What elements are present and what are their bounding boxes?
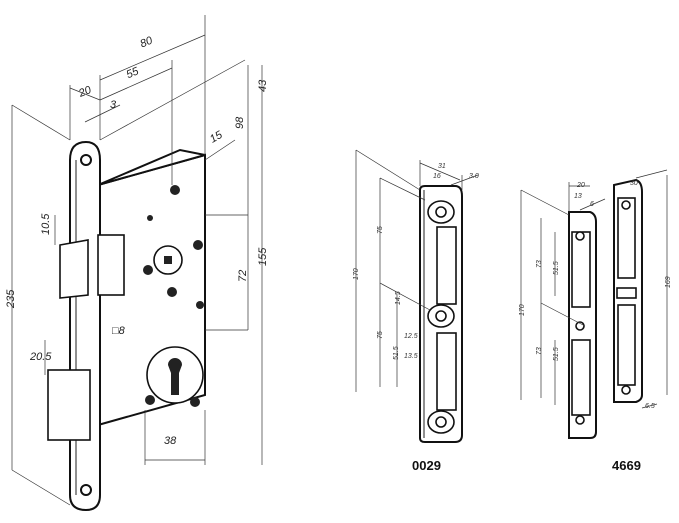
- dim-6: 6: [590, 201, 594, 208]
- dim-15: 15: [208, 129, 225, 146]
- dim-31: 31: [438, 163, 446, 170]
- strike-plate-4669: 20 13 6 73 51.5 170 73 51.5 30 169 6.5 4…: [519, 169, 672, 473]
- dim-170: 170: [353, 268, 360, 280]
- dim-55: 55: [125, 65, 142, 81]
- dim-75-upper: 75: [377, 226, 384, 234]
- dim-12-5: 12.5: [404, 333, 418, 340]
- dim-20: 20: [576, 182, 585, 189]
- dim-3-0: 3.0: [469, 173, 479, 180]
- dim-73-upper: 73: [536, 260, 543, 268]
- dim-43: 43: [257, 79, 269, 92]
- dim-235: 235: [5, 289, 17, 309]
- dim-spindle-8: □8: [112, 325, 126, 337]
- cylinder-keyhole: [168, 358, 182, 395]
- dim-13-5: 13.5: [404, 353, 418, 360]
- dim-13: 13: [574, 193, 582, 200]
- dim-20-5: 20.5: [29, 351, 52, 363]
- faceplate: [69, 140, 101, 512]
- dim-3: 3: [110, 99, 117, 111]
- dim-16: 16: [433, 173, 441, 180]
- mortise-lock-case: 80 55 20 3 43 98 15 10.5 235 72 155 □8 2…: [5, 15, 269, 512]
- dim-75-lower: 75: [377, 331, 384, 339]
- dead-bolt: [47, 369, 91, 441]
- dim-10-5: 10.5: [40, 213, 52, 235]
- dim-30: 30: [630, 180, 638, 187]
- dim-6-5: 6.5: [645, 403, 655, 410]
- latch-housing: [97, 234, 125, 296]
- dim-155: 155: [257, 247, 269, 266]
- strike-opening-lower: [436, 332, 457, 411]
- dim-51-5-lower: 51.5: [553, 347, 560, 361]
- dim-72: 72: [237, 270, 249, 282]
- strike-opening-lower: [571, 339, 591, 416]
- screw-hole-bottom: [80, 484, 92, 496]
- dim-80: 80: [138, 34, 155, 50]
- spindle-square: [164, 256, 172, 264]
- dim-38: 38: [164, 435, 177, 447]
- dim-14-5: 14.5: [395, 291, 402, 305]
- dim-169: 169: [665, 276, 672, 288]
- strike-box-upper: [617, 197, 636, 279]
- dim-98: 98: [234, 116, 246, 129]
- dim-170: 170: [519, 304, 526, 316]
- latch-bolt: [59, 239, 89, 299]
- dim-20: 20: [76, 84, 94, 100]
- strike-0029-caption: 0029: [412, 458, 441, 473]
- strike-opening-upper: [571, 231, 591, 308]
- screw-hole-top: [80, 154, 92, 166]
- strike-opening-upper: [436, 226, 457, 305]
- lock-body-top: [97, 148, 206, 186]
- dim-51-5-upper: 51.5: [553, 261, 560, 275]
- strike-plate-0029: 31 16 3.0 75 170 14.5 75 12.5 51.5 13.5 …: [353, 149, 479, 473]
- strike-box-lower: [617, 304, 636, 386]
- strike-4669-caption: 4669: [612, 458, 641, 473]
- dim-73-lower: 73: [536, 347, 543, 355]
- dim-51-5: 51.5: [393, 346, 400, 360]
